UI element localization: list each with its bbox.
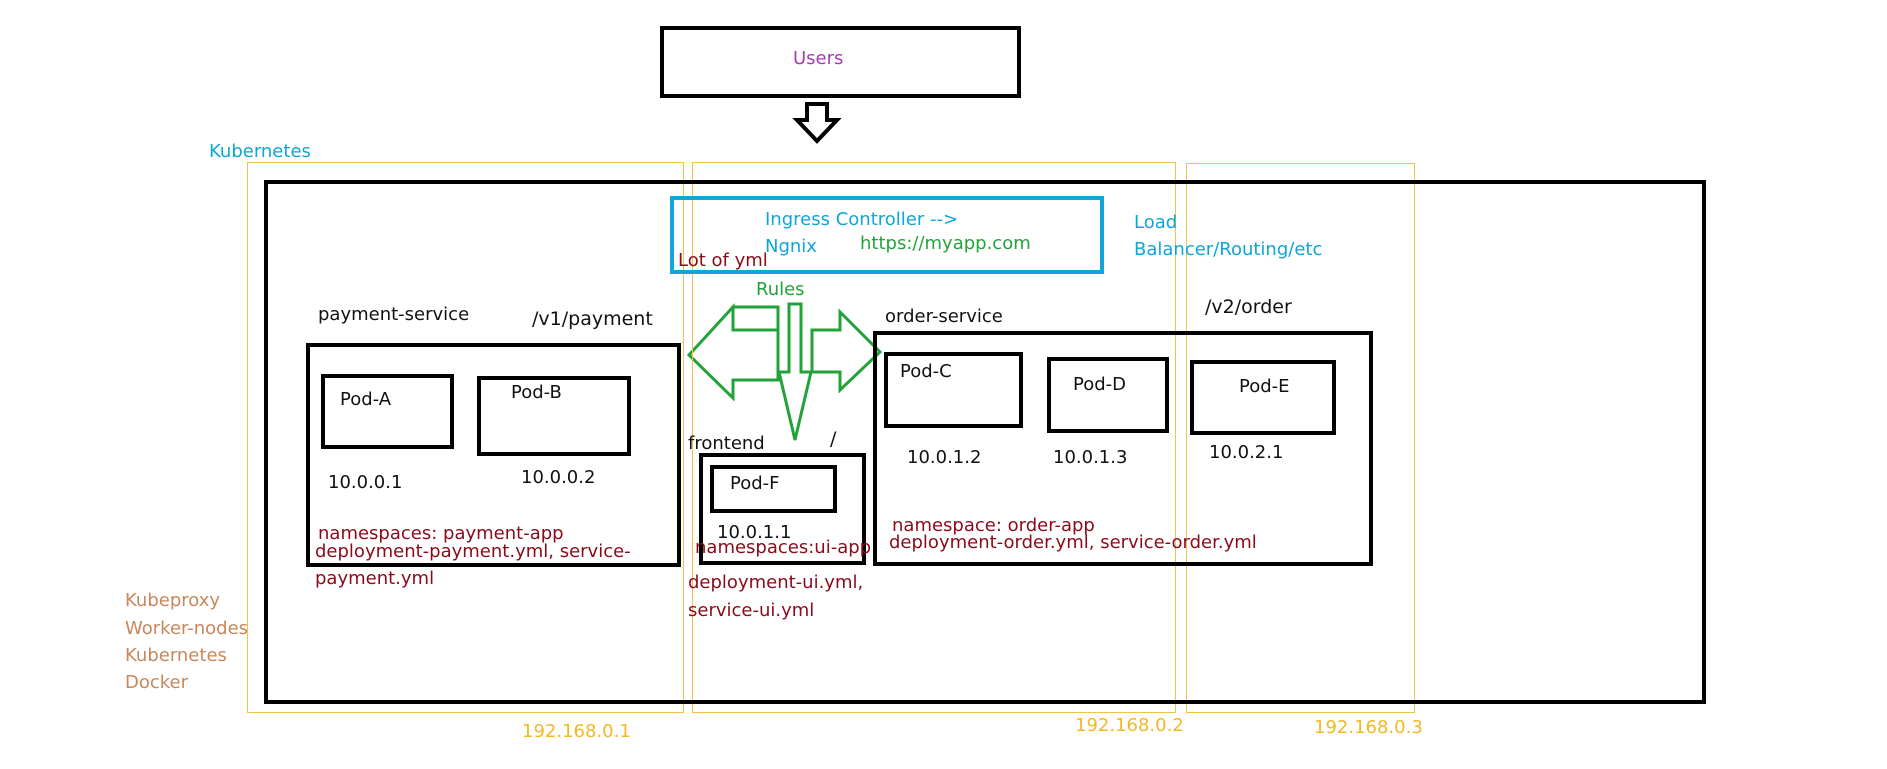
order-files: deployment-order.yml, service-order.yml (889, 532, 1257, 553)
payment-path: /v1/payment (532, 308, 653, 330)
yml-note: Lot of yml (678, 250, 768, 271)
pod-f-box (710, 465, 837, 513)
pod-c-box (884, 352, 1023, 428)
frontend-files-2: service-ui.yml (688, 600, 815, 621)
pod-e-label: Pod-E (1239, 376, 1290, 397)
ingress-controller-box (670, 196, 1104, 274)
pod-e-ip: 10.0.2.1 (1209, 442, 1284, 463)
pod-f-ip: 10.0.1.1 (717, 522, 792, 543)
ingress-note-1: Load (1134, 212, 1178, 233)
users-label: Users (793, 48, 844, 69)
pod-b-box (477, 376, 631, 456)
node-ip-1: 192.168.0.1 (522, 721, 631, 742)
ingress-note-2: Balancer/Routing/etc (1134, 239, 1323, 260)
node-ip-3: 192.168.0.3 (1314, 717, 1423, 738)
node-component-kubeproxy: Kubeproxy (125, 590, 221, 611)
order-path: /v2/order (1205, 296, 1292, 318)
users-down-arrow (792, 102, 842, 144)
pod-c-label: Pod-C (900, 361, 952, 382)
users-box (660, 26, 1021, 98)
order-namespace: namespace: order-app (892, 515, 1095, 536)
node-component-docker: Docker (125, 672, 189, 693)
cluster-label: Kubernetes (209, 141, 311, 162)
rules-label: Rules (756, 279, 805, 300)
frontend-path: / (830, 428, 837, 450)
rules-arrow-down (777, 302, 813, 441)
payment-service-label: payment-service (318, 304, 470, 325)
pod-a-label: Pod-A (340, 389, 392, 410)
pod-e-box (1190, 360, 1336, 435)
frontend-namespace: namespaces:ui-app (695, 537, 872, 558)
ingress-engine: Ngnix (765, 236, 817, 257)
node-component-worker-nodes: Worker-nodes (125, 618, 249, 639)
payment-namespace: namespaces: payment-app (318, 523, 564, 544)
payment-files-1: deployment-payment.yml, service- (315, 541, 631, 562)
pod-c-ip: 10.0.1.2 (907, 447, 982, 468)
node-outline-3 (1186, 163, 1415, 713)
pod-b-ip: 10.0.0.2 (521, 467, 596, 488)
frontend-files-1: deployment-ui.yml, (688, 572, 864, 593)
node-outline-2 (692, 162, 1176, 713)
pod-d-label: Pod-D (1073, 374, 1127, 395)
order-service-box (873, 331, 1373, 566)
node-outline-1 (247, 162, 684, 713)
node-component-kubernetes: Kubernetes (125, 645, 227, 666)
ingress-title: Ingress Controller --> (765, 209, 959, 230)
payment-service-box (306, 343, 681, 567)
node-ip-2: 192.168.0.2 (1075, 715, 1184, 736)
rules-arrow-left (686, 303, 780, 402)
pod-a-box (321, 374, 454, 449)
cluster-box (264, 180, 1706, 704)
frontend-label: frontend (688, 433, 765, 454)
rules-arrow-right (810, 308, 883, 394)
ingress-url: https://myapp.com (860, 233, 1031, 254)
pod-b-label: Pod-B (511, 382, 562, 403)
pod-a-ip: 10.0.0.1 (328, 472, 403, 493)
pod-d-box (1047, 357, 1169, 433)
frontend-service-box (699, 453, 866, 565)
pod-f-label: Pod-F (730, 473, 780, 494)
order-service-label: order-service (885, 306, 1003, 327)
pod-d-ip: 10.0.1.3 (1053, 447, 1128, 468)
payment-files-2: payment.yml (315, 568, 435, 589)
